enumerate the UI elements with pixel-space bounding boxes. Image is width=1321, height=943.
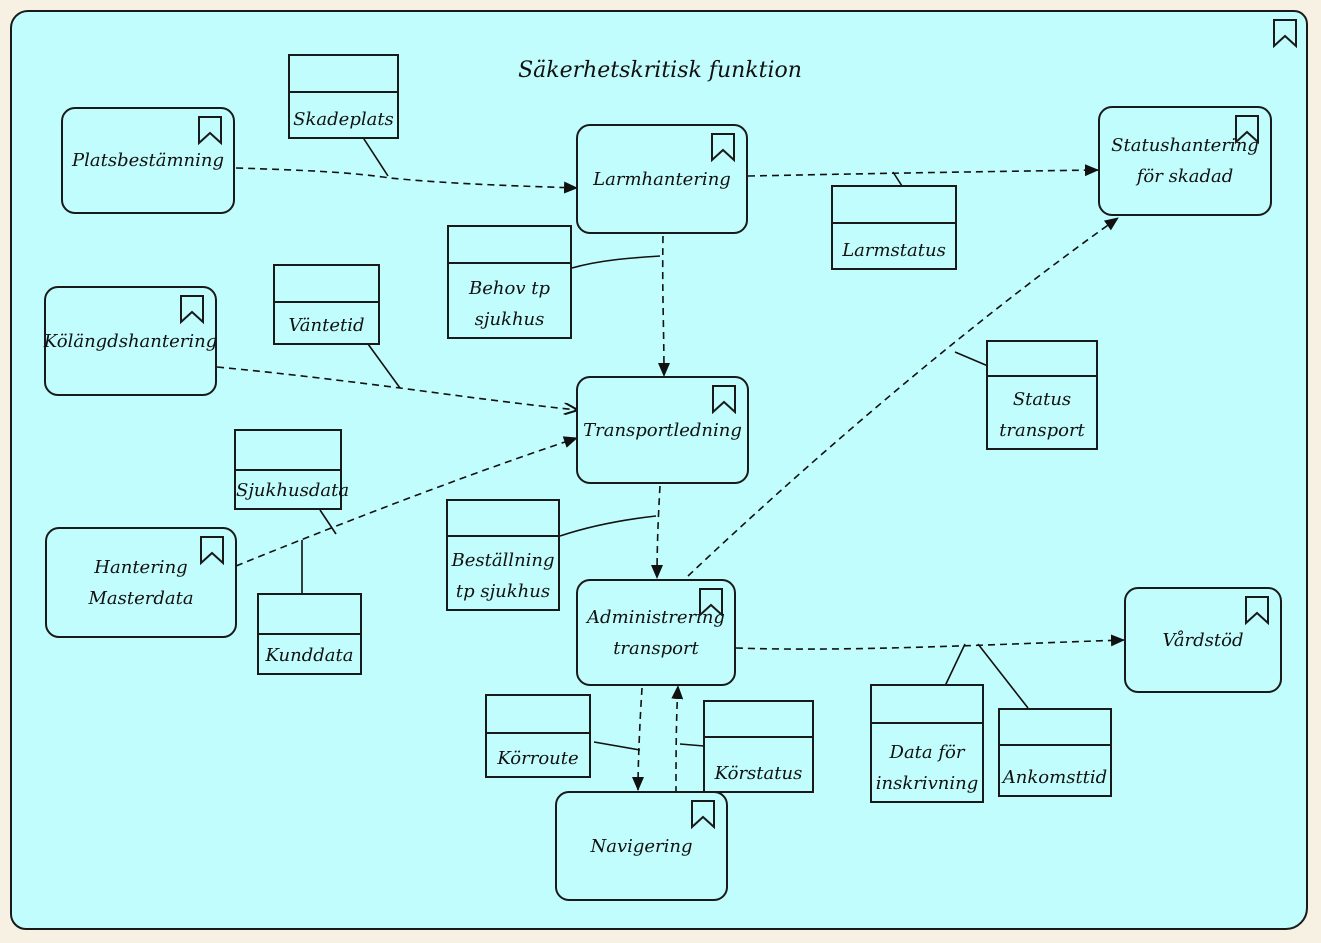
data-status-transport[interactable]: Status transport [986, 340, 1098, 450]
function-administrering-transport[interactable]: Administrering transport [576, 579, 736, 686]
function-navigering[interactable]: Navigering [555, 791, 728, 901]
function-label: Vårdstöd [1162, 629, 1244, 651]
data-header [275, 266, 378, 303]
data-header [1000, 710, 1110, 746]
function-label: Statushantering för skadad [1111, 135, 1259, 187]
flow-navigering-administrering [671, 685, 684, 794]
assoc-vantetid [367, 343, 401, 389]
bookmark-icon [699, 588, 723, 618]
function-label: Hantering Masterdata [88, 556, 194, 609]
data-header [872, 686, 982, 724]
data-label: Beställning tp sjukhus [451, 550, 555, 602]
flow-larmhantering-statushantering [747, 164, 1099, 177]
assoc-behov [571, 255, 661, 269]
data-behov-tp-sjukhus[interactable]: Behov tp sjukhus [447, 225, 572, 339]
flow-administrering-statushantering [687, 217, 1119, 577]
assoc-status-transport [954, 351, 989, 367]
data-larmstatus[interactable]: Larmstatus [831, 185, 957, 270]
data-korroute[interactable]: Körroute [485, 694, 591, 778]
function-hantering-masterdata[interactable]: Hantering Masterdata [45, 527, 237, 638]
assoc-bestallning [559, 515, 657, 537]
data-skadeplats[interactable]: Skadeplats [288, 54, 399, 139]
data-label: Skadeplats [293, 109, 394, 130]
data-header [487, 696, 589, 734]
data-label: Ankomsttid [1002, 767, 1108, 788]
data-ankomsttid[interactable]: Ankomsttid [998, 708, 1112, 797]
data-header [290, 56, 397, 93]
bookmark-icon [198, 116, 222, 146]
flow-administrering-navigering [632, 687, 645, 791]
flow-kolangdshantering-transportledning [216, 366, 577, 410]
function-statushantering-for-skadad[interactable]: Statushantering för skadad [1098, 106, 1272, 216]
flow-masterdata-transportledning [235, 436, 578, 567]
flow-administrering-vardstod [735, 634, 1125, 650]
data-header [449, 227, 570, 264]
data-label: Sjukhusdata [236, 480, 350, 501]
bookmark-icon [712, 385, 736, 415]
assoc-korroute [593, 741, 641, 751]
function-label: Administrering transport [587, 606, 725, 659]
data-label: Larmstatus [842, 240, 946, 261]
function-label: Kölängdshantering [43, 330, 218, 352]
bookmark-icon [711, 133, 735, 163]
flow-larmhantering-transportledning [657, 235, 670, 377]
assoc-ankomsttid [977, 643, 1029, 709]
data-header [833, 187, 955, 224]
assoc-sjukhusdata [319, 509, 337, 535]
function-platsbestamning[interactable]: Platsbestämning [61, 107, 235, 214]
function-vardstod[interactable]: Vårdstöd [1124, 587, 1282, 693]
function-kolangdshantering[interactable]: Kölängdshantering [44, 286, 217, 396]
data-bestallning-tp-sjukhus[interactable]: Beställning tp sjukhus [446, 499, 560, 611]
data-vantetid[interactable]: Väntetid [273, 264, 380, 345]
flow-transportledning-administrering [651, 485, 664, 579]
flow-platsbestamning-larmhantering [235, 167, 578, 194]
data-header [448, 501, 558, 537]
data-header [236, 431, 340, 471]
data-header [988, 342, 1096, 377]
function-label: Transportledning [583, 419, 742, 441]
data-label: Behov tp sjukhus [469, 278, 550, 330]
assoc-skadeplats [361, 135, 389, 177]
assoc-korstatus [679, 743, 705, 747]
assoc-larmstatus [892, 171, 903, 187]
function-larmhantering[interactable]: Larmhantering [576, 124, 748, 234]
data-label: Data för inskrivning [875, 742, 979, 794]
data-label: Körstatus [714, 763, 803, 784]
data-label: Väntetid [288, 315, 365, 336]
assoc-data-inskrivning [944, 643, 966, 687]
data-label: Status transport [999, 389, 1085, 441]
data-label: Kunddata [265, 645, 354, 666]
data-korstatus[interactable]: Körstatus [703, 700, 814, 793]
bookmark-icon [180, 295, 204, 325]
function-label: Navigering [590, 835, 693, 857]
data-label: Körroute [497, 748, 579, 769]
function-transportledning[interactable]: Transportledning [576, 376, 749, 484]
data-header [705, 702, 812, 738]
data-header [259, 595, 360, 635]
bookmark-icon [1245, 596, 1269, 626]
bookmark-icon [1273, 19, 1297, 49]
data-sjukhusdata[interactable]: Sjukhusdata [234, 429, 350, 510]
function-label: Platsbestämning [72, 150, 224, 171]
diagram-title: Säkerhetskritisk funktion [518, 58, 802, 83]
function-label: Larmhantering [593, 168, 731, 190]
data-data-for-inskrivning[interactable]: Data för inskrivning [870, 684, 984, 803]
bookmark-icon [691, 800, 715, 830]
data-kunddata[interactable]: Kunddata [257, 593, 362, 675]
bookmark-icon [200, 536, 224, 566]
bookmark-icon [1235, 115, 1259, 145]
